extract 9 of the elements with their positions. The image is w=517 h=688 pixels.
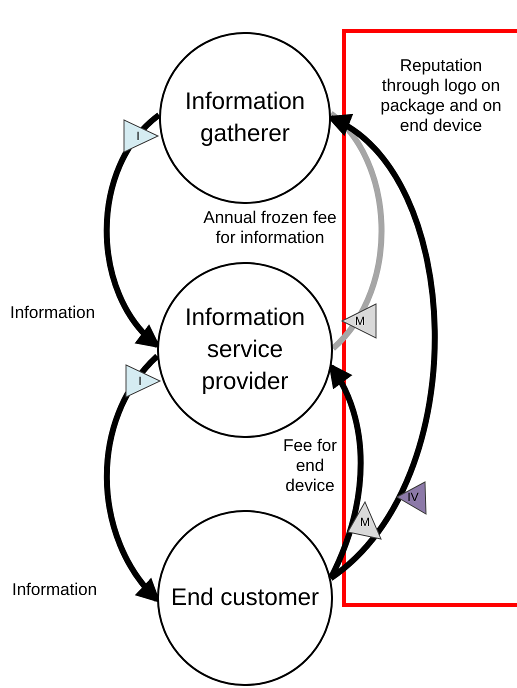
marker-letter: IV (407, 490, 419, 504)
node-label: End customer (170, 583, 320, 613)
marker-letter: M (355, 314, 365, 328)
node-label: Information service provider (184, 303, 306, 397)
arrow (104, 112, 162, 349)
marker-letter: M (360, 515, 370, 529)
marker-letter: I (138, 374, 142, 388)
marker-letter: I (136, 129, 140, 143)
node-label: Information gatherer (184, 87, 306, 149)
